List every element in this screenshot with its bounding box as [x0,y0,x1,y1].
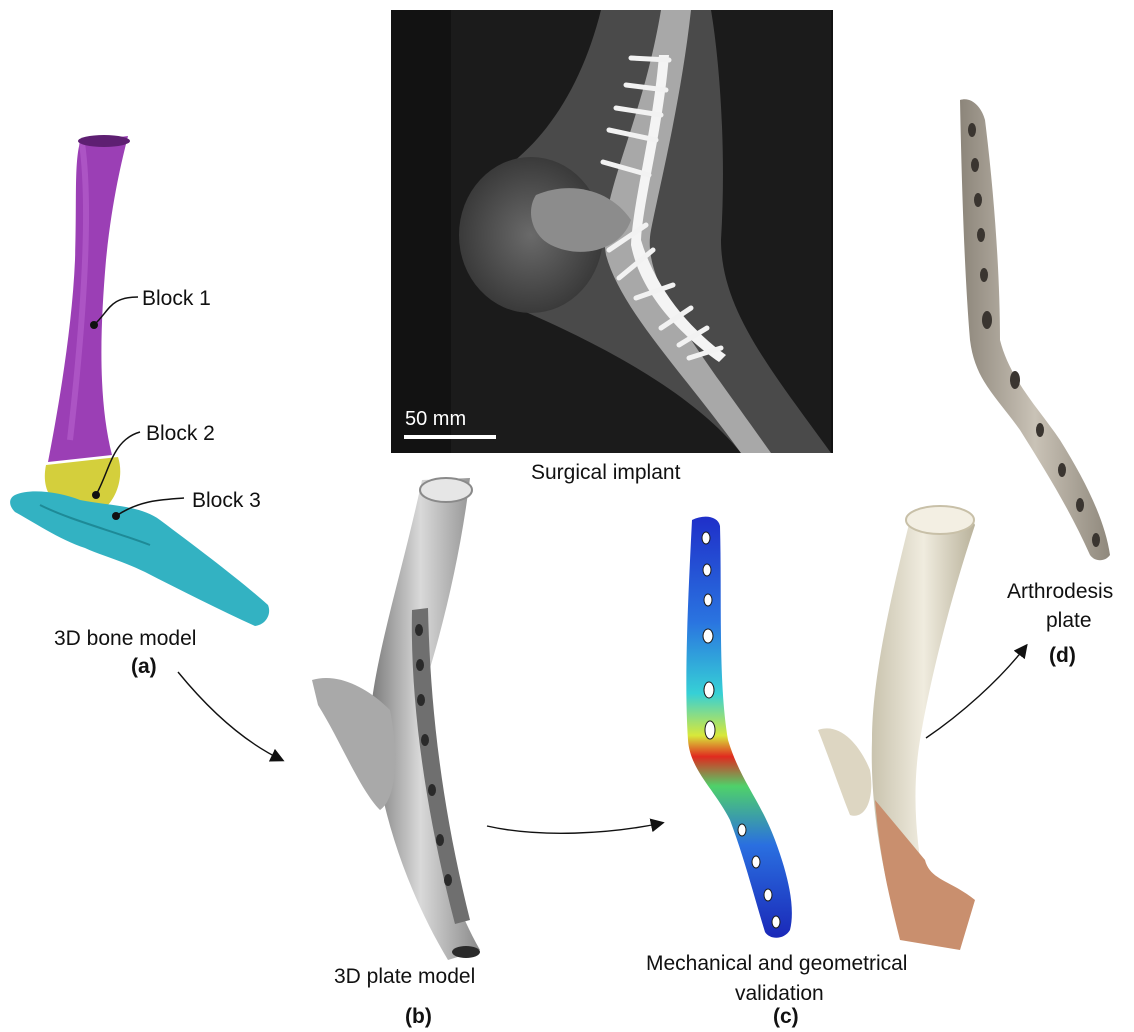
arrow-b-to-c [487,823,662,833]
panel-d-letter: (d) [1049,645,1076,666]
panel-d-caption-line2: plate [1046,610,1092,631]
bone-model [10,135,269,626]
titanium-plate [960,99,1110,560]
block2-label: Block 2 [146,423,215,444]
xray-caption: Surgical implant [531,462,680,483]
printed-model [818,506,975,950]
panel-b-caption: 3D plate model [334,966,475,987]
panel-c-letter: (c) [773,1006,799,1027]
arrow-a-to-b [178,672,282,760]
plate-model [312,478,480,960]
panel-c-caption-line1: Mechanical and geometrical [646,953,907,974]
block1-label: Block 1 [142,288,211,309]
panel-b-letter: (b) [405,1006,432,1027]
fea-plate [686,517,792,938]
block3-label: Block 3 [192,490,261,511]
panel-a-letter: (a) [131,656,157,677]
panel-a-caption: 3D bone model [54,628,196,649]
arrow-c-to-d [926,646,1026,738]
panel-d-caption-line1: Arthrodesis [1007,581,1113,602]
panel-c-caption-line2: validation [735,983,824,1004]
